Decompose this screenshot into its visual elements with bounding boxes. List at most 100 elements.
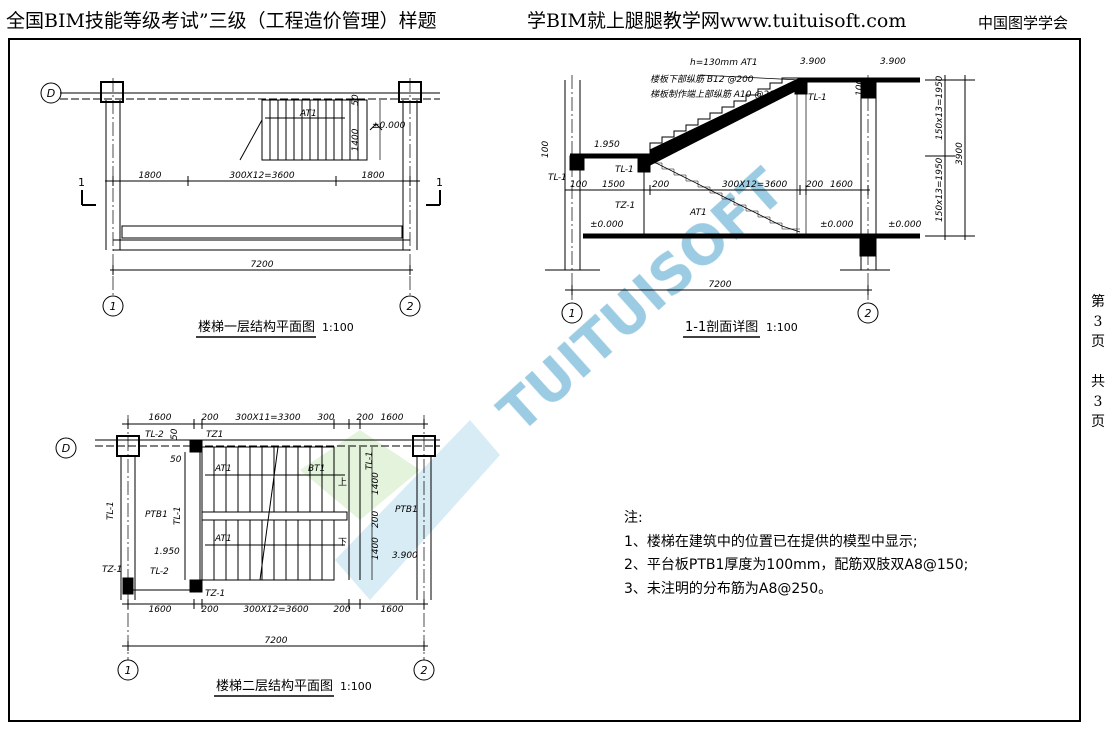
notes-heading: 注: xyxy=(624,510,643,526)
dim-label: 1500 xyxy=(602,180,625,190)
dim-label: 200 xyxy=(652,180,669,190)
up-arrow-label: 上 xyxy=(338,477,347,488)
level-label: 1.950 xyxy=(594,140,620,150)
beam-label: TL-2 xyxy=(145,430,164,440)
cut-label: 1 xyxy=(78,176,85,189)
dim-label: 3900 xyxy=(955,142,965,165)
note-rebar-top: 梯板制作端上部纵筋 A10 @200 xyxy=(650,89,781,100)
level-label: ±0.000 xyxy=(888,220,922,230)
axis-label-2: 2 xyxy=(421,664,428,677)
plan2-title: 楼梯二层结构平面图 xyxy=(216,679,333,694)
axis-bubble xyxy=(40,82,62,104)
dim-label: 100 xyxy=(855,79,865,96)
dim-label: 300X12=3600 xyxy=(722,180,788,190)
dim-label: 1800 xyxy=(362,171,385,181)
note-rebar-bottom: 楼板下部纵筋 B12 @200 xyxy=(650,74,754,85)
level-label: 1.950 xyxy=(154,547,180,557)
dim-label: 100 xyxy=(570,180,587,190)
section-1-1 xyxy=(545,74,975,324)
beam-label: TL-1 xyxy=(173,506,183,525)
note-item: 3、未注明的分布筋为A8@250。 xyxy=(624,580,833,597)
column-label: TZ-1 xyxy=(205,589,225,599)
section-title: 1-1剖面详图 xyxy=(685,320,758,335)
level-label: 3.900 xyxy=(392,551,418,561)
dim-label: 200 xyxy=(333,605,350,615)
axis-label-2: 2 xyxy=(865,307,872,320)
slab-label: PTB1 xyxy=(145,510,168,520)
plan-level-1-labels: D 1 2 1800 300X12=3600 1800 7200 AT1 140… xyxy=(47,87,443,313)
dim-label: 150x13=1950 xyxy=(935,75,945,140)
beam-label: TL-1 xyxy=(106,501,116,520)
plan2-scale: 1:100 xyxy=(340,680,372,693)
dim-label: 50 xyxy=(170,428,180,440)
level-label: ±0.000 xyxy=(590,220,624,230)
stair-label-at1: AT1 xyxy=(214,534,232,544)
plan-level-1 xyxy=(40,78,441,317)
note-item: 2、平台板PTB1厚度为100mm，配筋双肢双A8@150; xyxy=(624,557,969,573)
axis-label-1: 1 xyxy=(125,664,132,677)
dim-label: 1800 xyxy=(139,171,162,181)
axis-label-1: 1 xyxy=(569,307,576,320)
down-arrow-label: 下 xyxy=(338,538,347,548)
dim-label: 150x13=1950 xyxy=(935,157,945,222)
axis-bubble xyxy=(399,295,421,317)
dim-label: 300X12=3600 xyxy=(229,171,295,181)
page-char: 3 xyxy=(1093,394,1103,410)
dim-label: 200 xyxy=(201,413,218,423)
page-indicator: 第 3 页 共 3 页 xyxy=(1090,292,1106,432)
column-label: TZ-1 xyxy=(615,201,635,211)
dim-label: 1600 xyxy=(149,413,172,423)
dim-label: 50 xyxy=(170,455,182,465)
dim-label: 200 xyxy=(806,180,823,190)
page-char: 页 xyxy=(1091,414,1105,430)
website-banner: 学BIM就上腿腿教学网www.tuituisoft.com xyxy=(527,10,907,32)
axis-label-d: D xyxy=(62,442,70,455)
dim-label: 1400 xyxy=(371,537,381,560)
level-label: ±0.000 xyxy=(820,220,854,230)
beam-label: TL-1 xyxy=(808,93,827,103)
beam-label: TL-2 xyxy=(150,567,169,577)
column-label: TZ-1 xyxy=(102,565,122,575)
notes-block: 注: 1、楼梯在建筑中的位置已在提供的模型中显示; 2、平台板PTB1厚度为10… xyxy=(624,507,968,601)
dim-label: 1600 xyxy=(381,605,404,615)
dim-label: 200 xyxy=(371,511,381,528)
plan-level-2 xyxy=(55,415,440,681)
dim-total: 7200 xyxy=(265,636,288,646)
watermark-text: TUITUISOFT xyxy=(487,157,797,445)
page-char: 3 xyxy=(1093,314,1103,330)
section-scale: 1:100 xyxy=(766,321,798,334)
organization-name: 中国图学学会 xyxy=(978,14,1069,32)
dim-label: 200 xyxy=(201,605,218,615)
stair-label-bt1: BT1 xyxy=(308,464,325,474)
page-char: 共 xyxy=(1091,374,1105,390)
stair-label-at1: AT1 xyxy=(299,109,317,119)
page-char: 第 xyxy=(1091,294,1105,310)
dim-label: 1600 xyxy=(149,605,172,615)
slab-label: PTB1 xyxy=(395,505,418,515)
dim-label: 1600 xyxy=(381,413,404,423)
level-label: 3.900 xyxy=(800,57,826,67)
section-1-1-labels: h=130mm AT1 楼板下部纵筋 B12 @200 梯板制作端上部纵筋 A1… xyxy=(541,57,965,320)
dim-label: 200 xyxy=(356,413,373,423)
level-label: ±0.000 xyxy=(372,121,406,131)
dim-label: 300X11=3300 xyxy=(235,413,301,423)
plan1-title: 楼梯一层结构平面图 xyxy=(198,320,315,335)
note-thickness: h=130mm AT1 xyxy=(690,58,758,68)
beam-label: TL-1 xyxy=(365,451,375,470)
stair-label-at1: AT1 xyxy=(689,208,707,218)
axis-label-d: D xyxy=(47,87,55,100)
dim-label: 50 xyxy=(351,94,361,106)
plan-level-2-labels: D 1 2 1600 200 300X11=3300 300 200 1600 … xyxy=(62,413,428,677)
dim-label: 1400 xyxy=(351,128,361,151)
axis-label-2: 2 xyxy=(407,300,414,313)
dim-label: 300 xyxy=(317,413,334,423)
document-title: 全国BIM技能等级考试”三级（工程造价管理）样题 xyxy=(6,10,437,32)
note-item: 1、楼梯在建筑中的位置已在提供的模型中显示; xyxy=(624,533,918,550)
dim-total: 7200 xyxy=(251,260,274,270)
dim-label: 1400 xyxy=(371,472,381,495)
level-label: 3.900 xyxy=(880,57,906,67)
beam-label: TL-1 xyxy=(615,165,634,175)
axis-label-1: 1 xyxy=(110,300,117,313)
page-char: 页 xyxy=(1091,334,1105,350)
